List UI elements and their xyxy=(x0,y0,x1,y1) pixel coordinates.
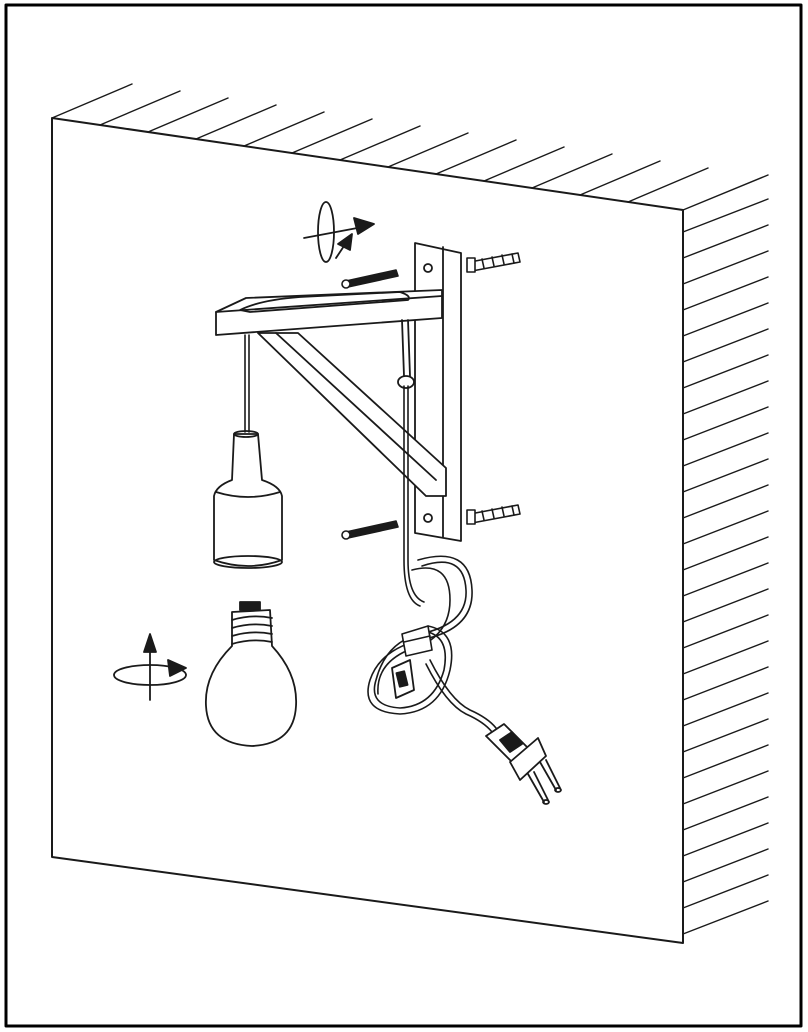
rotate-arrow-bulb xyxy=(113,633,187,701)
wooden-bracket xyxy=(215,242,462,542)
wall-screw-top xyxy=(341,269,399,289)
wall-plug-top xyxy=(466,252,521,273)
lamp-socket xyxy=(213,430,283,569)
rotate-arrow-top xyxy=(303,201,375,263)
page-frame xyxy=(4,3,803,1028)
wall-side-hatching xyxy=(682,198,769,935)
socket-cord xyxy=(244,334,250,433)
power-cord xyxy=(367,385,497,733)
wall-screw-bottom xyxy=(341,520,399,540)
wall-top-hatching xyxy=(51,83,769,211)
wall-panel xyxy=(51,83,769,944)
wall-plug-bottom xyxy=(466,504,521,525)
power-plug xyxy=(485,723,562,805)
inline-switch xyxy=(391,659,415,699)
light-bulb xyxy=(205,601,297,747)
